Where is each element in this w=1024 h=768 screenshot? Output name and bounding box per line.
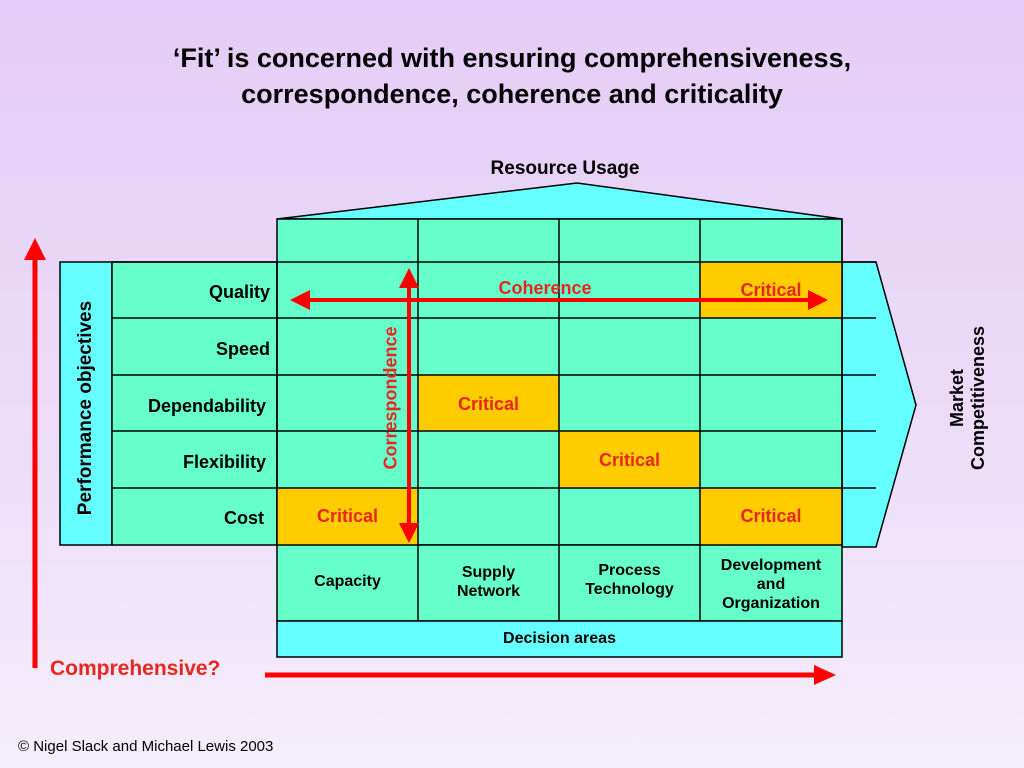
critical-cell-flexibility-process: [559, 431, 700, 488]
comprehensive-label: Comprehensive?: [50, 657, 221, 680]
decision-area-dev-line-3: Organization: [722, 595, 820, 612]
decision-area-capacity: Capacity: [277, 572, 418, 591]
row-label-quality: Quality: [208, 282, 270, 302]
page-title: ‘Fit’ is concerned with ensuring compreh…: [0, 40, 1024, 112]
market-label-line-1: Market: [947, 368, 967, 428]
decision-areas-band: [276, 620, 843, 658]
decision-areas-label: Decision areas: [503, 630, 616, 647]
row-label-flexibility: Flexibility: [182, 452, 266, 472]
performance-objectives-label: Performance objectives: [75, 300, 96, 516]
copyright-text: © Nigel Slack and Michael Lewis 2003: [18, 738, 274, 755]
decision-area-development-organization: Development and Organization: [700, 556, 842, 613]
coherence-arrow: [290, 290, 828, 310]
comprehensive-vertical-arrow: [24, 238, 46, 668]
critical-label-flexibility: Critical: [598, 450, 661, 470]
resource-usage-roof: [276, 182, 843, 220]
critical-cell-cost-capacity: [277, 488, 418, 545]
performance-objectives-box: [59, 261, 113, 546]
critical-cell-dependability-supply: [418, 375, 559, 431]
grid-lines: [112, 219, 876, 545]
critical-label-cost-capacity: Critical: [316, 506, 379, 526]
decision-area-supply-line-2: Network: [456, 583, 521, 600]
coherence-label: Coherence: [498, 278, 592, 298]
decision-area-capacity-line-1: Capacity: [314, 573, 381, 590]
title-line-1: ‘Fit’ is concerned with ensuring compreh…: [172, 43, 852, 73]
decision-area-dev-line-2: and: [756, 576, 786, 593]
decision-area-process-line-1: Process: [598, 562, 661, 579]
decision-area-supply-line-1: Supply: [461, 564, 516, 581]
market-competitiveness-label: Market Competitiveness: [947, 326, 989, 470]
critical-label-cost-development: Critical: [740, 506, 802, 526]
correspondence-label: Correspondence: [380, 326, 401, 470]
row-label-cost: Cost: [224, 508, 264, 528]
comprehensive-horizontal-arrow: [265, 665, 836, 685]
critical-cell-quality-development: [700, 262, 842, 318]
critical-label-dependability: Critical: [457, 394, 520, 414]
critical-label-quality: Critical: [740, 280, 802, 300]
row-label-dependability: Dependability: [147, 396, 266, 416]
resource-usage-label: Resource Usage: [490, 158, 640, 179]
decision-area-dev-line-1: Development: [720, 557, 822, 574]
market-competitiveness-arrow: [841, 261, 917, 548]
title-line-2: correspondence, coherence and criticalit…: [241, 79, 783, 109]
market-label-line-2: Competitiveness: [968, 325, 988, 471]
decision-area-process-technology: Process Technology: [559, 561, 700, 599]
row-label-speed: Speed: [215, 339, 270, 359]
correspondence-arrow: [399, 268, 419, 543]
critical-cell-cost-development: [700, 488, 842, 545]
decision-area-supply-network: Supply Network: [418, 563, 559, 601]
decision-area-process-line-2: Technology: [585, 581, 674, 598]
